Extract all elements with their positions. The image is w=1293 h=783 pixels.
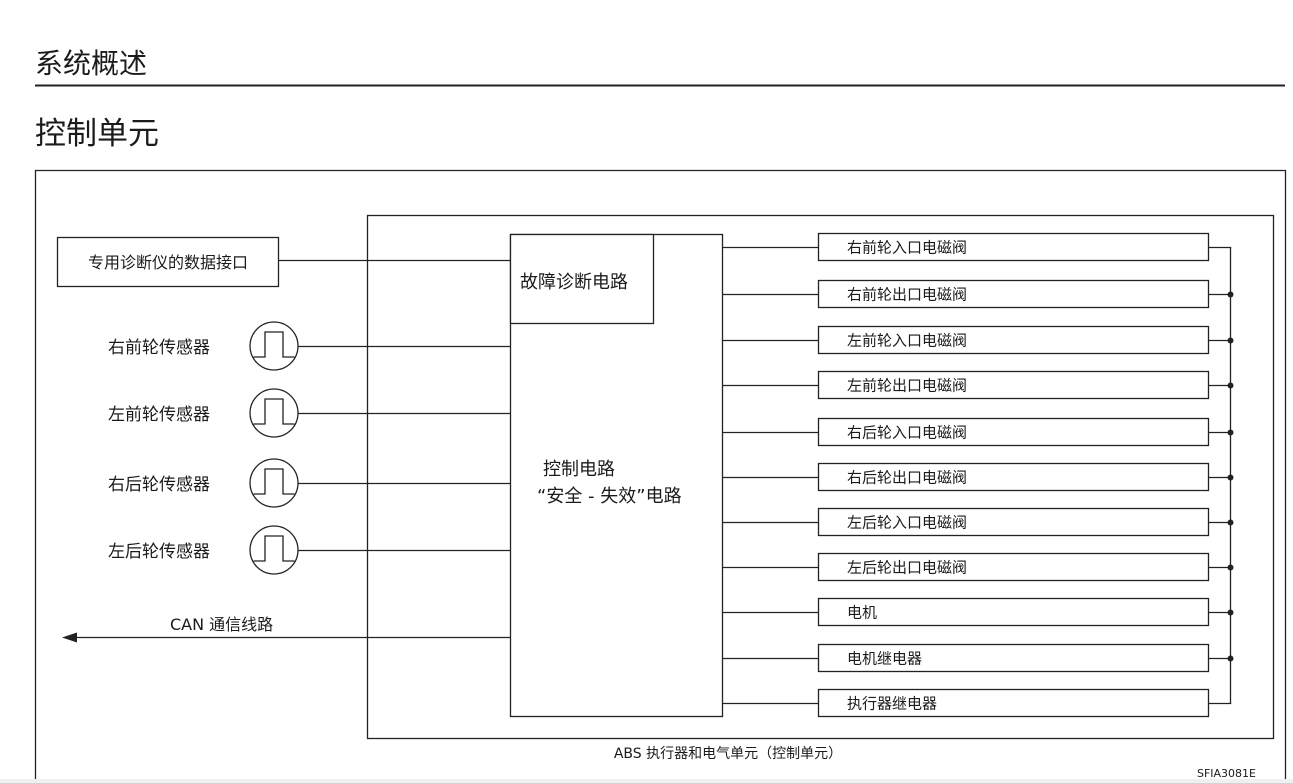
output-device-box [817,370,1210,400]
pulse-waveform-icon [253,468,295,495]
output-device-box [817,597,1210,627]
wheel-sensor: 左后轮传感器 [108,525,511,575]
section-title: 系统概述 [35,47,147,80]
abs-unit-box [366,214,1275,740]
fail-safe-circuit-label: “安全 - 失效”电路 [537,486,682,507]
output-device: 电机 [722,597,1234,627]
output-device-box [817,552,1210,582]
output-device: 右前轮出口电磁阀 [722,279,1234,309]
output-device-label: 左后轮出口电磁阀 [847,559,967,577]
control-circuit-label: 控制电路 [543,459,615,480]
output-device-box [817,417,1210,447]
output-device-label: 右前轮出口电磁阀 [847,286,967,304]
figure-id: SFIA3081E [1197,767,1256,780]
diagnosis-interface-box [56,236,280,288]
control-unit-diagram: 专用诊断仪的数据接口 故障诊断电路 控制电路 “安全 - 失效”电路 右前轮传感… [34,169,1287,780]
output-device-label: 左前轮入口电磁阀 [847,332,967,350]
output-device-label: 右前轮入口电磁阀 [847,239,967,257]
page-bottom-strip [0,779,1293,783]
output-device-box [817,507,1210,537]
pulse-waveform-icon [253,535,295,562]
output-device-label: 左前轮出口电磁阀 [847,377,967,395]
output-device-box [817,462,1210,492]
output-device-label: 电机 [847,604,877,622]
output-device: 右前轮入口电磁阀 [722,232,1232,262]
output-device: 左前轮入口电磁阀 [722,325,1234,355]
output-device: 左后轮出口电磁阀 [722,552,1234,582]
output-device: 左后轮入口电磁阀 [722,507,1234,537]
subsection-title: 控制单元 [35,116,159,152]
output-device-box [817,325,1210,355]
wheel-sensor-label: 左前轮传感器 [108,405,210,425]
figure-frame [34,169,1287,779]
fault-diagnosis-circuit-label: 故障诊断电路 [520,272,628,293]
output-device-box [817,688,1210,718]
can-line-label: CAN 通信线路 [170,615,273,634]
wheel-sensor: 右前轮传感器 [108,321,511,371]
wheel-sensor-label: 右前轮传感器 [108,338,210,358]
unit-caption: ABS 执行器和电气单元（控制单元） [614,746,842,762]
output-device-label: 右后轮出口电磁阀 [847,469,967,487]
output-device: 电机继电器 [722,643,1234,673]
output-device: 右后轮入口电磁阀 [722,417,1234,447]
output-device-label: 左后轮入口电磁阀 [847,514,967,532]
wheel-sensor-label: 左后轮传感器 [108,542,210,562]
fault-diagnosis-circuit-box [509,233,655,325]
wheel-sensor-label: 右后轮传感器 [108,475,210,495]
diagnosis-interface-label: 专用诊断仪的数据接口 [88,253,248,272]
pulse-waveform-icon [253,398,295,425]
wheel-sensor: 右后轮传感器 [108,458,511,508]
output-device: 右后轮出口电磁阀 [722,462,1234,492]
output-device: 左前轮出口电磁阀 [722,370,1234,400]
output-device: 执行器继电器 [722,688,1232,718]
pulse-waveform-icon [253,331,295,358]
output-device-group: 右前轮入口电磁阀右前轮出口电磁阀左前轮入口电磁阀左前轮出口电磁阀右后轮入口电磁阀… [722,232,1234,718]
output-device-label: 右后轮入口电磁阀 [847,424,967,442]
output-device-label: 执行器继电器 [847,695,937,713]
output-device-label: 电机继电器 [847,650,922,668]
output-device-box [817,232,1210,262]
wheel-sensor: 左前轮传感器 [108,388,511,438]
arrow-left-icon [62,632,77,643]
